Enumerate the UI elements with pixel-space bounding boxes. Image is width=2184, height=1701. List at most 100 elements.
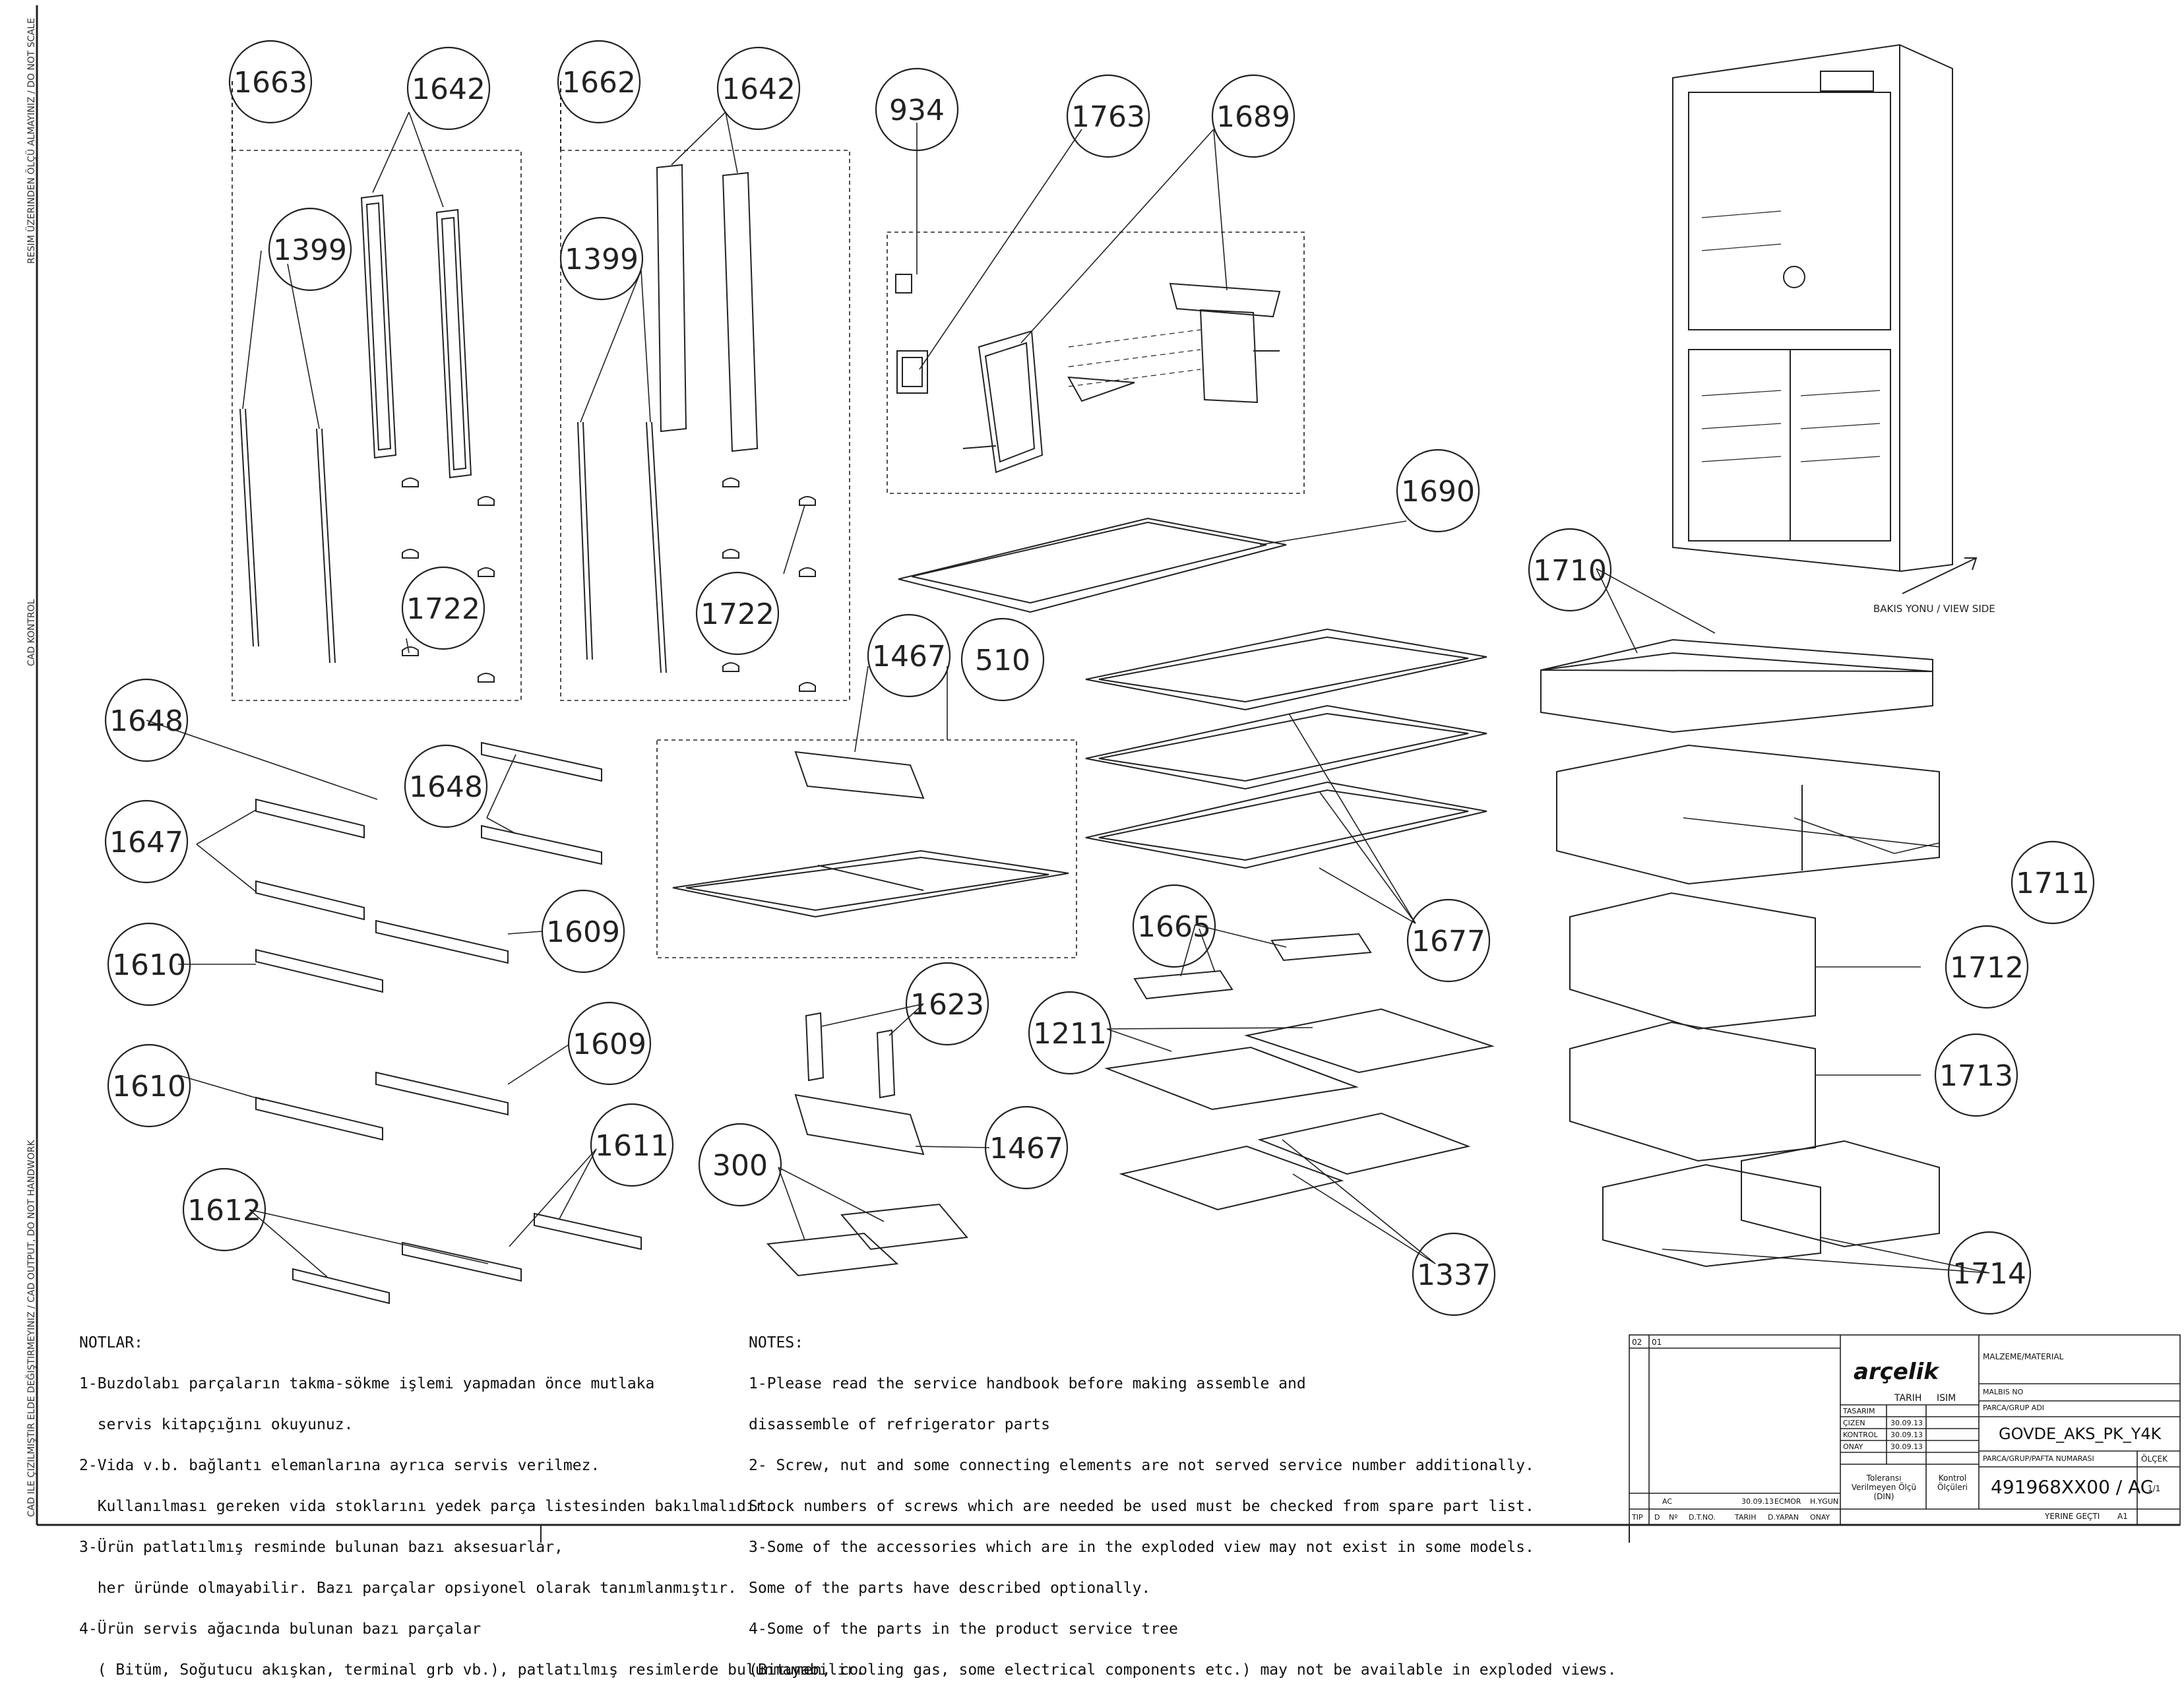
callout-1337-circle	[1412, 1232, 1496, 1316]
callout-1722a-circle	[401, 566, 485, 650]
callout-1609a: 1609	[546, 915, 620, 949]
callout-1211: 1211	[1033, 1017, 1107, 1051]
callout-300: 300	[712, 1149, 768, 1183]
part-1642-frames-left	[360, 194, 472, 479]
callout-1399a: 1399	[273, 233, 347, 267]
callout-1211-circle	[1028, 991, 1112, 1075]
side-label-scale: RESIM ÜZERINDEN ÖLÇÜ ALMAYINIZ / DO NOT …	[26, 18, 37, 264]
callout-1623: 1623	[910, 988, 984, 1022]
notes-tr-line: ( Bitüm, Soğutucu akışkan, terminal grb …	[79, 1661, 865, 1679]
part-1211-shelves	[1104, 1008, 1495, 1111]
exploded-parts-diagram: 1663 1642 1662 1642 934 1763 1689 1399 1…	[36, 5, 2181, 1543]
part-1399-rods-left	[239, 408, 336, 664]
callout-1609a-circle	[541, 889, 625, 974]
callout-1399b-circle	[559, 216, 644, 301]
kontrol-date: 30.09.13	[1890, 1431, 1923, 1439]
side-label-cad-control: CAD KONTROL	[26, 599, 37, 666]
callout-1610a: 1610	[112, 948, 186, 982]
notes-turkish: NOTLAR: 1-Buzdolabı parçaların takma-sök…	[79, 1313, 865, 1701]
parca-grup-value: GOVDE_AKS_PK_Y4K	[1999, 1425, 2162, 1443]
title-block-frame	[1629, 1334, 2181, 1526]
parca-no-label: PARCA/GRUP/PAFTA NUMARASI	[1983, 1454, 2094, 1463]
notes-en-line: 2- Screw, nut and some connecting elemen…	[749, 1457, 1534, 1474]
callout-1713-circle	[1934, 1033, 2018, 1117]
part-934-dispenser-group	[895, 274, 1281, 474]
cizen-date: 30.09.13	[1890, 1419, 1923, 1427]
callout-1647: 1647	[109, 826, 183, 859]
part-1337-shelves	[1119, 1112, 1471, 1211]
parca-grup-label: PARCA/GRUP ADI	[1983, 1404, 2045, 1412]
callout-1610a-circle	[107, 922, 191, 1006]
malzeme-label: MALZEME/MATERIAL	[1983, 1352, 2064, 1361]
part-1712-drawer	[1569, 892, 1816, 1030]
callout-1712: 1712	[1950, 951, 2024, 985]
rev-date: 30.09.13	[1741, 1497, 1774, 1506]
onay-date: 30.09.13	[1890, 1442, 1923, 1451]
callout-1689: 1689	[1216, 100, 1290, 134]
part-1711-drawers	[1556, 744, 1940, 885]
part-1722-clips-right	[722, 478, 816, 692]
col-no: Nº	[1669, 1513, 1678, 1522]
part-1642-panels-right	[656, 164, 759, 452]
callout-1665: 1665	[1137, 910, 1211, 944]
callout-1763-circle	[1066, 74, 1150, 158]
part-1690-glass-shelf	[898, 517, 1287, 613]
callout-1467a-circle	[867, 613, 951, 698]
callout-1648a: 1648	[109, 704, 183, 738]
view-direction-arrow	[1902, 557, 1977, 594]
notes-tr-line: her üründe olmayabilir. Bazı parçalar op…	[79, 1580, 737, 1597]
callout-1647-circle	[104, 799, 189, 884]
tasarim-label: TASARIM	[1843, 1407, 1875, 1415]
callout-1714: 1714	[1952, 1257, 2026, 1291]
brand-logo: arçelik	[1854, 1359, 1939, 1385]
callout-1648b-circle	[404, 744, 488, 828]
group-box-1663	[232, 150, 522, 701]
callout-934: 934	[889, 94, 945, 127]
part-300-boxes	[766, 1203, 968, 1277]
callout-1713: 1713	[1939, 1059, 2013, 1093]
part-1677-shelves	[1085, 628, 1487, 869]
part-1648-rails	[255, 741, 602, 921]
callout-1763: 1763	[1071, 100, 1145, 134]
callout-1711-circle	[2011, 840, 2095, 925]
callout-1722b: 1722	[701, 598, 774, 631]
callout-1467b-circle	[984, 1105, 1069, 1190]
dispenser-screw-lines	[1068, 329, 1201, 387]
notes-tr-line: 1-Buzdolabı parçaların takma-sökme işlem…	[79, 1375, 655, 1392]
callout-1399a-circle	[268, 207, 352, 292]
callout-1648a-circle	[104, 678, 189, 762]
rev-header-2: 01	[1652, 1338, 1662, 1347]
rev-check: H.YGUN	[1810, 1497, 1839, 1506]
view-direction-label: BAKIS YONU / VIEW SIDE	[1873, 603, 1995, 615]
callout-1690-circle	[1396, 448, 1480, 533]
callout-1711: 1711	[2016, 867, 2090, 900]
group-box-1662	[560, 150, 850, 701]
onay-label: ONAY	[1843, 1442, 1863, 1451]
callout-934-circle	[875, 67, 959, 152]
callout-circles	[104, 40, 2095, 1316]
col-tarih: TARIH	[1735, 1513, 1757, 1522]
rev-by: ECMOR	[1774, 1497, 1801, 1506]
col-dyapan: D.YAPAN	[1768, 1513, 1799, 1522]
callout-1648b: 1648	[409, 770, 483, 804]
callout-1663-circle	[228, 40, 313, 124]
refrigerator-cabinet	[1672, 44, 1953, 572]
cizen-label: ÇIZEN	[1843, 1419, 1865, 1427]
callout-1677: 1677	[1412, 925, 1485, 958]
rev-code: AC	[1662, 1497, 1673, 1506]
callout-1710: 1710	[1533, 554, 1607, 588]
callout-1677-circle	[1406, 898, 1491, 983]
part-1467-handle	[794, 751, 925, 1156]
callout-1662-circle	[557, 40, 641, 124]
col-tip: TIP	[1632, 1513, 1643, 1522]
isim-label: ISIM	[1937, 1393, 1956, 1404]
notes-en-line: Stock numbers of screws which are needed…	[749, 1498, 1534, 1515]
notes-en-line: 1-Please read the service handbook befor…	[749, 1375, 1306, 1392]
notes-tr-line: 3-Ürün patlatılmış resminde bulunan bazı…	[79, 1539, 563, 1556]
callout-1642a: 1642	[412, 73, 485, 106]
part-510-crisper-cover	[672, 850, 1069, 918]
callout-1610b-circle	[107, 1043, 191, 1128]
callout-1665-circle	[1132, 884, 1216, 968]
part-1623-posts	[805, 1012, 896, 1099]
notes-en-line: disassemble of refrigerator parts	[749, 1416, 1050, 1433]
